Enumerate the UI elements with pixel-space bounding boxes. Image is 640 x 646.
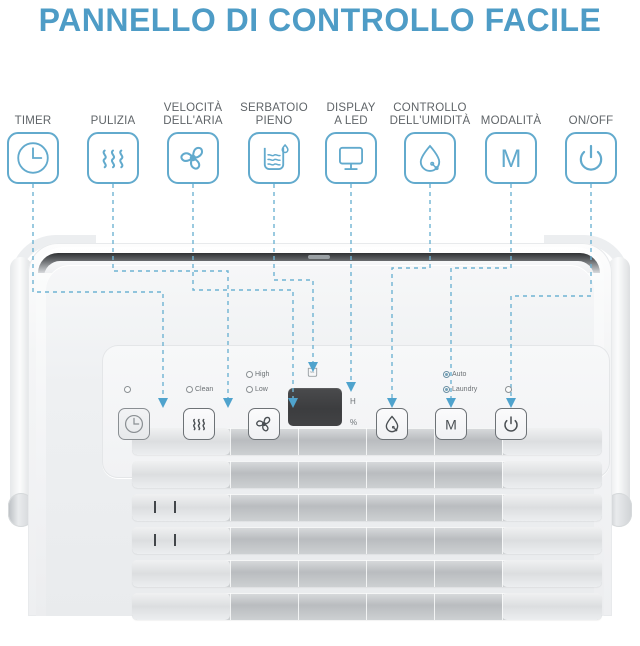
vent-row (132, 560, 602, 587)
low-led: Low (246, 386, 268, 393)
callout-label-on-off: ON/OFF (568, 115, 614, 127)
fan-icon[interactable] (167, 132, 219, 184)
callout-label-display-led: DISPLAY A LED (326, 102, 376, 127)
vent-cap-right (502, 560, 602, 587)
power-icon[interactable] (565, 132, 617, 184)
led-dot (246, 386, 253, 393)
led-dot (505, 386, 512, 393)
water-tank-icon[interactable] (248, 132, 300, 184)
humidity-button[interactable] (376, 408, 408, 440)
mode-m-icon[interactable]: M (485, 132, 537, 184)
heat-waves-icon[interactable] (87, 132, 139, 184)
vent-cap-right (502, 527, 602, 554)
led-dot (246, 371, 253, 378)
power-button[interactable] (495, 408, 527, 440)
timer-button[interactable] (118, 408, 150, 440)
auto-led: Auto (443, 371, 466, 378)
clean-button[interactable] (183, 408, 215, 440)
svg-text:M: M (445, 417, 457, 433)
laundry-led: Laundry (443, 386, 477, 393)
mode-button[interactable]: M (435, 408, 467, 440)
left-side-rail (10, 257, 32, 525)
vent-cap-left (132, 461, 230, 488)
device-top-notch (308, 255, 330, 259)
svg-text:M: M (501, 145, 522, 173)
hours-unit-label: H (350, 397, 356, 406)
high-led: High (246, 371, 269, 378)
callout-label-controllo-umidita: CONTROLLO DELL'UMIDITÀ (389, 102, 471, 127)
timer-led (124, 386, 133, 393)
vent-cap-left (132, 494, 230, 521)
callout-label-pulizia: PULIZIA (90, 115, 136, 127)
vent-cap-right (502, 494, 602, 521)
power-led (505, 386, 514, 393)
led-display (288, 388, 342, 426)
clock-icon[interactable] (7, 132, 59, 184)
vent-row (132, 494, 602, 521)
callout-label-modalita: MODALITÀ (480, 115, 542, 127)
vent-cap-right (502, 461, 602, 488)
clean-led: Clean (186, 386, 213, 393)
vent-row (132, 527, 602, 554)
led-dot (443, 386, 450, 393)
vent-row (132, 461, 602, 488)
device-front-face (46, 265, 610, 620)
callout-label-serbatoio-pieno: SERBATOIO PIENO (240, 102, 308, 127)
tank-full-indicator-icon (306, 366, 319, 380)
screenshot-root: PANNELLO DI CONTROLLO FACILE (7, 2, 632, 620)
led-dot (186, 386, 193, 393)
vent-cap-left (132, 560, 230, 587)
page-title: PANNELLO DI CONTROLLO FACILE (38, 2, 602, 38)
humidity-unit-label: % (350, 418, 358, 427)
monitor-icon[interactable] (325, 132, 377, 184)
humidity-icon[interactable] (404, 132, 456, 184)
vent-cap-left (132, 527, 230, 554)
fanspeed-button[interactable] (248, 408, 280, 440)
air-vent-grille (132, 428, 602, 646)
callout-label-velocita-aria: VELOCITÀ DELL'ARIA (163, 102, 223, 127)
right-side-rail (608, 257, 630, 525)
callout-label-timer: TIMER (14, 115, 52, 127)
led-dot (124, 386, 131, 393)
led-dot (443, 371, 450, 378)
